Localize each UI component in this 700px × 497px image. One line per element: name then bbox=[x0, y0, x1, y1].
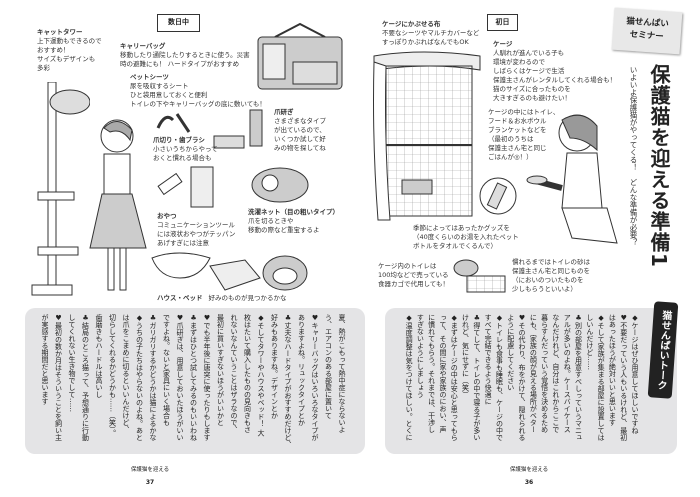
talk-line: ◆そしてタワーやハウスやベッド！ 大 bbox=[257, 314, 265, 437]
note-cage-contents: ケージの中にはトイレ、フード＆お水ボウルブランケットなどを（最初のうちは保護主さ… bbox=[488, 108, 560, 161]
talk-line: ♥爪研ぎは、用意しておいたほうがいい bbox=[176, 314, 184, 441]
talk-line: ですよね。ないと家具にいく場合も bbox=[162, 314, 171, 426]
talk-line: 好みもありますね。デザインとか bbox=[270, 314, 279, 419]
talk-line: は爪をこまめに切るといいんだけど、 bbox=[122, 314, 130, 433]
carrier-bag-illustration bbox=[257, 22, 343, 90]
talk-line: ◆温度調整は気をつけてほしい。とくに bbox=[405, 314, 414, 441]
page-number: 36 bbox=[524, 479, 534, 486]
talk-line: 切らしてくれるかどうかも……（笑）。 bbox=[108, 314, 117, 437]
talk-line: はあったほうが絶対いいと思います bbox=[608, 314, 617, 426]
talk-line: 歯磨きもハードルは高いし bbox=[95, 314, 103, 398]
talk-line: ♥その代わり、布をかけて、隠れられる bbox=[518, 314, 527, 441]
note-litter: 慣れるまではトイレの砂は保護主さん宅と同じものを（においのついたものを少しもらう… bbox=[512, 258, 590, 293]
talk-line: ♣別の部屋を用意すべしっていうマニュ bbox=[574, 314, 583, 441]
footer-left: 保護猫を迎える 37 bbox=[120, 465, 180, 486]
section-tag-first-day: 初日 bbox=[487, 14, 518, 31]
page-number: 37 bbox=[145, 479, 155, 486]
talk-line: ◆トイレも食事も睡眠も、ケージの中で bbox=[495, 314, 504, 441]
scratcher-illustration bbox=[213, 109, 263, 149]
note-cat-tower: キャットタワー上下運動もできるのでおすすめ！サイズもデザインも多彩 bbox=[37, 28, 102, 72]
talk-line: 最初に買いすぎないほうがいいかと bbox=[216, 314, 225, 426]
note-scratcher: 爪研ぎさまざまなタイプが出ているので、いくつか試して好みの物を探してね bbox=[274, 108, 326, 152]
talk-line: すべて完結できるよう快適に bbox=[484, 314, 493, 405]
talk-box-right bbox=[385, 308, 677, 454]
talk-line: う、エアコンのある部屋に置いて bbox=[324, 314, 333, 419]
talk-line: ♣ガリガリするかどうかは猫によるかな bbox=[149, 314, 157, 441]
note-snack: おやつコミュニケーションツールには液状おやつがテッパンあげすぎには注意 bbox=[157, 212, 236, 247]
talk-line: って、その間に家や家族のにおい、声 bbox=[438, 314, 447, 433]
laundry-net-illustration bbox=[251, 167, 309, 203]
talk-line: ◆ケージはぜひ用意してほしいですね bbox=[631, 314, 639, 434]
talk-line: なんだけれど、自分はこれからここで bbox=[551, 314, 560, 433]
footer-right: 保護猫を迎える 36 bbox=[499, 465, 559, 486]
talk-line: すぎないようにしましょう bbox=[416, 314, 425, 398]
note-cage-cover: ケージにかぶせる布不要なシーツやマルチカバーなどすっぽりかぶればなんでもOK bbox=[382, 20, 480, 46]
toilet-basket-illustration bbox=[453, 259, 506, 293]
talk-line: ◆そして家族が集まる部屋に設置しては bbox=[597, 314, 606, 441]
talk-text-right: ◆ケージはぜひ用意してほしいですね♥不要だっていう人もいるけれど、最初はあったほ… bbox=[403, 314, 640, 454]
talk-line: ♥でも半年後に唐突に使ったりもします bbox=[203, 314, 211, 441]
woman-kneeling-illustration bbox=[526, 114, 618, 244]
talk-line: ♥不要だっていう人もいるけれど、最初 bbox=[619, 314, 628, 441]
talk-line: けれど、気にせずに（笑） bbox=[461, 314, 470, 398]
nail-clipper-illustration bbox=[156, 113, 191, 133]
talk-line: ♥キャリーバッグはいろいろなタイプが bbox=[311, 314, 319, 441]
talk-line: にも、家族の顔が見える場所がベター bbox=[529, 314, 538, 433]
cage-illustration bbox=[373, 51, 481, 221]
talk-line: してくれない生き物でして…… bbox=[68, 314, 76, 412]
note-warm-goods: 季節によってはあったかグッズを（40度くらいのお湯を入れたペットボトルをタオルで… bbox=[413, 224, 519, 250]
talk-line: 枚はたいて購入したものの見向きもさ bbox=[243, 314, 252, 433]
talk-line: アルが多いのよね。ケースバイケース bbox=[563, 314, 572, 433]
talk-box-left bbox=[25, 308, 365, 454]
house-bed-illustration bbox=[151, 252, 308, 291]
cat-tower-illustration bbox=[31, 82, 90, 296]
warm-bottle-illustration bbox=[479, 177, 517, 215]
note-cage: ケージ人馴れが進んでいる子も環境が変わるのでしばらくはケージで生活保護主さんがレ… bbox=[493, 40, 617, 102]
note-house-bed: ハウス・ベッド好みのものが見つかるかな bbox=[157, 294, 287, 302]
section-tag-few-days: 数日中 bbox=[157, 14, 200, 32]
talk-line: ように配慮してください bbox=[506, 314, 515, 391]
seminar-sticky-note: 猫せんぱいセミナー bbox=[611, 7, 683, 55]
running-title: 保護猫を迎える bbox=[509, 467, 549, 473]
talk-line: 夏、熱がこもって熱中症にならないよ bbox=[338, 314, 346, 433]
talk-line: ♥最初の数か月はそういうことを飼い主 bbox=[54, 314, 63, 441]
talk-line: が実感する期間だと思います bbox=[41, 314, 49, 405]
note-laundry-net: 洗濯ネット（目の粗いタイプ）爪を切るときや移動の際など重宝するよ bbox=[248, 208, 339, 234]
running-title: 保護猫を迎える bbox=[130, 467, 170, 473]
snack-illustration bbox=[157, 166, 214, 208]
talk-line: に慣れてもらう。それまでは、干渉し bbox=[427, 314, 436, 433]
page-subtitle: いよいよ保護猫がやってくる！ どんな準備が必要？ bbox=[629, 66, 638, 246]
talk-line: ♣結局のところ猫って、予想通りに行動 bbox=[81, 314, 90, 441]
talk-line: 暮らすんだっていう覚悟を決めるため bbox=[540, 314, 549, 433]
note-nail-clipper: 爪切り・歯ブラシ小さいうちからやっておくと慣れる場合も bbox=[153, 136, 218, 162]
talk-line: ありますよね。リュックタイプとか bbox=[297, 314, 306, 426]
page-title: 保護猫を迎える準備1 bbox=[647, 64, 671, 268]
talk-line: ♣丈夫なハードタイプがおすすめだけど、 bbox=[284, 314, 292, 448]
talk-line: れないなんていうことはザラなので、 bbox=[230, 314, 238, 433]
woman-illustration bbox=[89, 119, 147, 291]
talk-line: ◆まずはケージの中は安心と思ってもら bbox=[450, 314, 459, 441]
talk-line: しいんだけど…… bbox=[585, 314, 594, 370]
talk-line: ♣得てして、トイレの中で寝る子が多い bbox=[472, 314, 481, 441]
talk-line: ♣まずはひとつ試してみるのもいいわね bbox=[189, 314, 198, 441]
note-carrier-bag: キャリーバッグ移動したり通院したりするときに使う。災害時の避難にも！ ハードタイ… bbox=[120, 42, 250, 68]
note-pet-sheet: ペットシーツ尿を吸収するシートひと袋用意しておくと便利トイレの下やキャリーバッグ… bbox=[130, 73, 266, 108]
talk-line: ◆うちの子たちはやらないのよね。あと bbox=[135, 314, 144, 441]
talk-text-left: 夏、熱がこもって熱中症にならないよう、エアコンのある部屋に置いて ♥キャリーバッグ… bbox=[38, 314, 349, 454]
